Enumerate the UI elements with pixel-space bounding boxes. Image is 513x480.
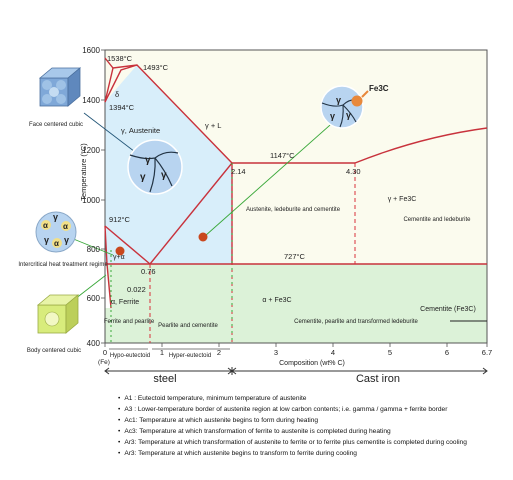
svg-text:γ: γ [330,111,335,121]
y-tick-1000: 1000 [82,196,100,205]
cem-pearl-trans-label: Cementite, pearlite and transformed lede… [294,319,418,325]
svg-text:γ: γ [161,170,167,181]
svg-text:γ: γ [64,235,69,245]
x-axis [104,343,488,347]
aus-led-cem-label: Austenite, ledeburite and cementite [246,207,341,213]
svg-text:γ: γ [53,212,58,222]
y-tick-1600: 1600 [82,46,100,55]
y-tick-1400: 1400 [82,96,100,105]
point-1147: 1147°C [270,151,295,160]
svg-text:γ: γ [346,110,351,120]
bcc-label: Body centered cubic [27,348,81,354]
delta-label: δ [115,90,119,99]
x-tick-4: 4 [331,348,335,357]
x-tick-5: 5 [388,348,392,357]
plot-frame [104,49,488,344]
svg-text:α: α [54,239,59,248]
gamma-alpha-label: γ+α [113,254,125,261]
cementite-fe3c-label: Cementite (Fe3C) [420,306,476,313]
intercritical-label: Intercritical heat treatment regime [18,262,108,268]
cast-iron-label: Cast iron [356,373,400,385]
bcc-cube-icon [36,294,80,334]
point-727: 727°C [284,252,306,261]
y-tick-400: 400 [87,339,101,348]
austenite-grain-icon [127,139,183,195]
alpha-ferrite-label: α, Ferrite [111,299,139,306]
cementite-grain-icon [320,85,369,129]
x-axis-label: Composition (wt% C) [279,360,345,367]
hyper-eutectoid-label: Hyper-eutectoid [169,353,211,359]
svg-text:Hypo-eutectoid: Hypo-eutectoid [110,353,150,359]
y-tick-800: 800 [87,245,101,254]
composition-0-76: 0.76 [141,267,156,276]
notes-list: A1 : Eutectoid temperature, minimum temp… [118,393,510,459]
point-1493: 1493°C [143,63,169,72]
note-a3: A3 : Lower-temperature border of austeni… [118,404,510,415]
note-a1: A1 : Eutectoid temperature, minimum temp… [118,393,510,404]
x-tick-0: 0 [103,348,107,357]
y-axis [101,49,105,344]
fcc-label: Face centered cubic [29,122,83,128]
svg-text:γ: γ [44,235,49,245]
pearlite-cem-label: Pearlite and cementite [158,323,218,329]
y-tick-600: 600 [87,294,101,303]
svg-text:α: α [43,221,48,230]
composition-0-022: 0.022 [127,285,146,294]
note-ac3: Ac3: Temperature at which transformation… [118,426,510,437]
fe3c-grain-label: Fe3C [369,84,389,93]
point-1538: 1538°C [107,54,133,63]
steel-label: steel [153,373,176,385]
svg-text:Body centered cubic: Body centered cubic [27,348,81,354]
y-tick-1200: 1200 [82,146,100,155]
x-tick-6-7: 6.7 [482,348,492,357]
x-tick-3: 3 [274,348,278,357]
point-1394: 1394°C [109,103,135,112]
x-tick-2: 2 [217,348,221,357]
alpha-fe3c-region [105,264,487,343]
intercritical-dot [115,246,125,256]
note-ar3-completed: Ar3: Temperature at which transformation… [118,437,510,448]
austenite-ledeburite-dot [198,232,208,242]
hypo-eutectoid-label: Hypo-eutectoid [110,353,150,359]
intercritical-grain-icon [35,211,77,253]
svg-text:γ: γ [336,95,341,105]
svg-text:γ: γ [140,172,146,183]
ferrite-pearlite-label: Ferrite and pearlite [104,319,155,325]
composition-4-30: 4.30 [346,167,361,176]
composition-2-14: 2.14 [231,167,246,176]
x-zero-note: (Fe) [98,359,110,366]
note-ar3-begins: Ar3: Temperature at which austenite begi… [118,448,510,459]
y-axis-label: Temperature (°C) [79,143,88,201]
note-ac1: Ac1: Temperature at which austenite begi… [118,415,510,426]
cem-led-label: Cementite and ledeburite [403,217,471,223]
gamma-liquid-label: γ + L [205,121,221,130]
austenite-label: γ, Austenite [121,126,160,135]
alpha-fe3c-label: α + Fe3C [262,297,291,304]
svg-text:Face centered cubic: Face centered cubic [29,122,83,128]
fcc-cube-icon [38,67,82,107]
gamma-fe3c-label: γ + Fe3C [388,196,417,203]
svg-text:γ: γ [145,155,151,166]
x-tick-6: 6 [445,348,449,357]
svg-text:α: α [63,222,68,231]
svg-text:Intercritical heat treatment r: Intercritical heat treatment regime [18,262,108,268]
point-912: 912°C [109,215,131,224]
x-tick-1: 1 [160,348,164,357]
